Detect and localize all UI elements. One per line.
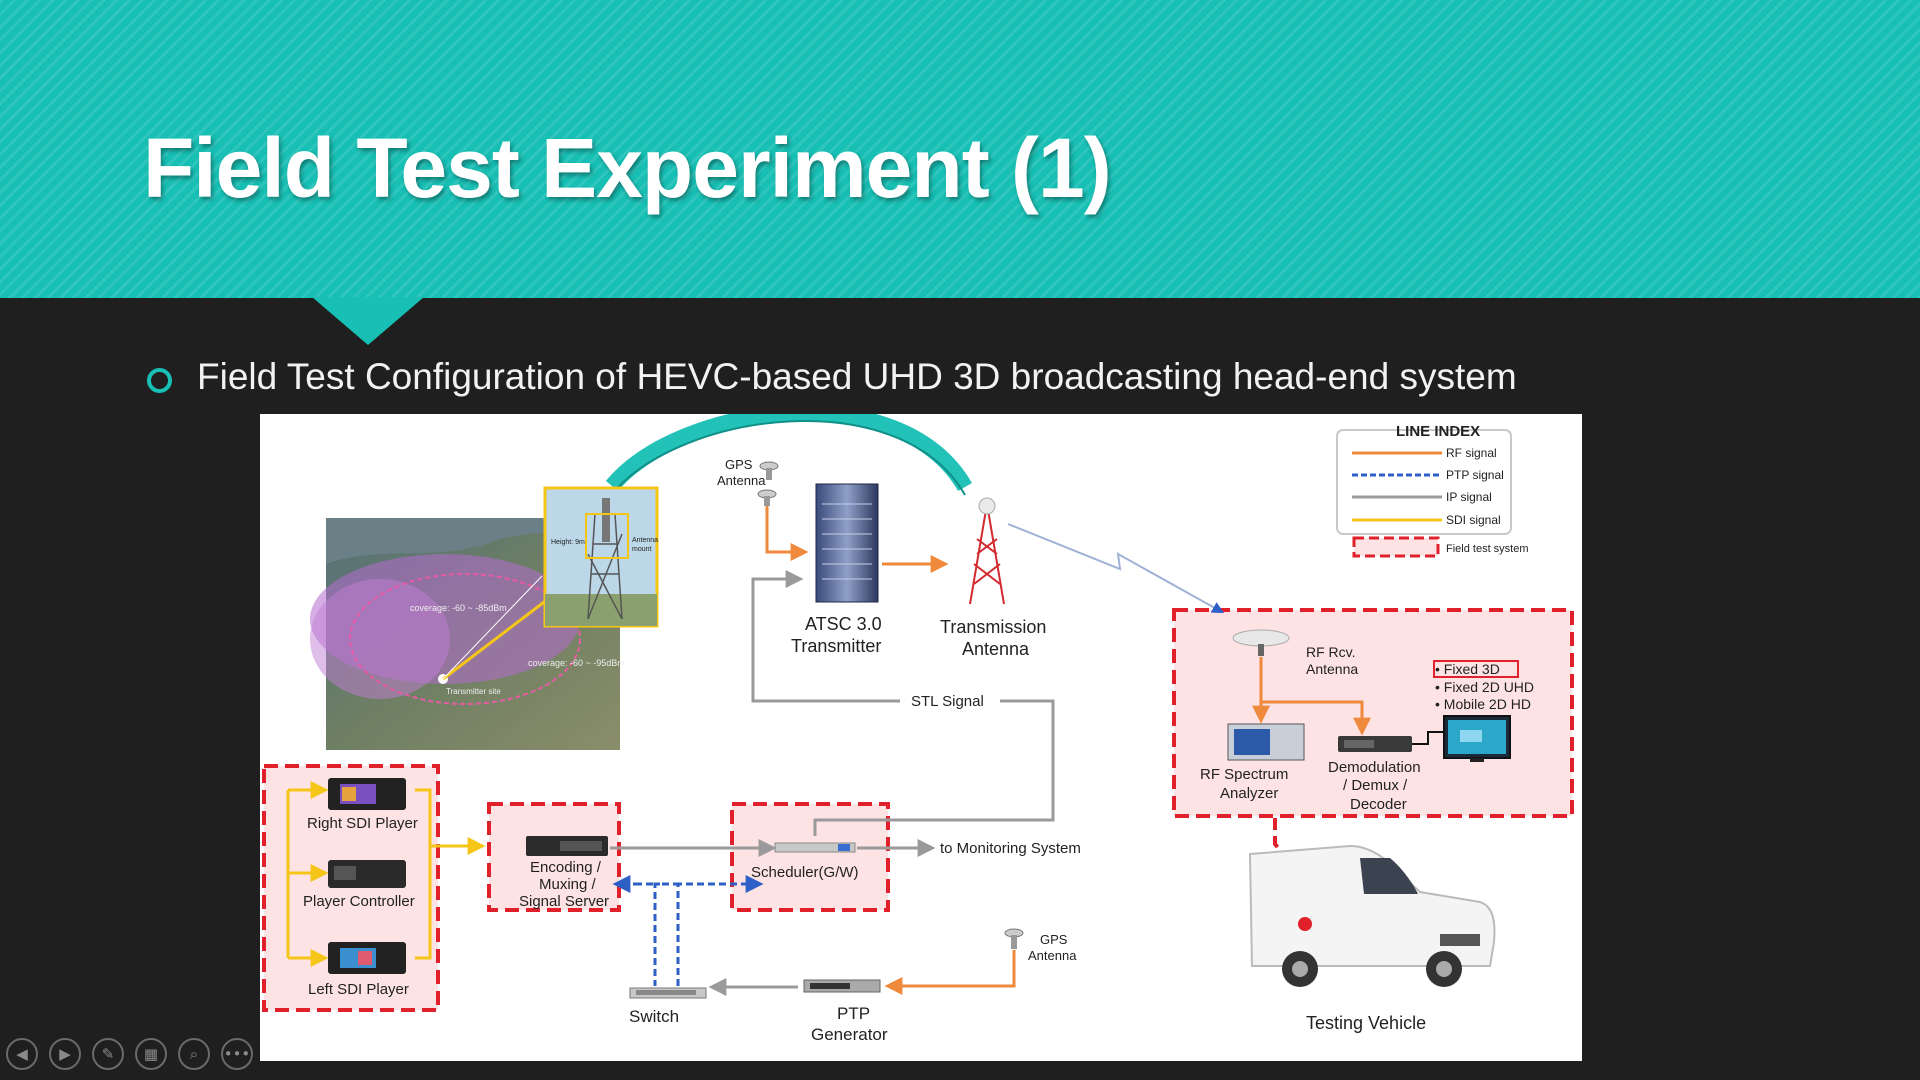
svg-text:Decoder: Decoder (1350, 796, 1407, 813)
svg-text:Antenna: Antenna (717, 473, 766, 488)
svg-text:/ Demux /: / Demux / (1343, 777, 1408, 794)
svg-text:Antenna: Antenna (1028, 948, 1077, 963)
banner-notch (312, 297, 424, 345)
svg-text:Antenna: Antenna (1306, 661, 1358, 677)
svg-text:Antenna: Antenna (962, 639, 1030, 659)
svg-text:Transmission: Transmission (940, 617, 1046, 637)
field-test-regions (262, 608, 1574, 1012)
svg-text:Transmitter: Transmitter (791, 636, 881, 656)
slideshow-controls: ◀ ▶ ✎ ▦ ⌕ ••• (6, 1038, 253, 1074)
svg-text:Left SDI Player: Left SDI Player (308, 981, 409, 998)
diagram-canvas: coverage: -60 ~ -85dBm coverage: -60 ~ -… (260, 414, 1582, 1061)
svg-text:SDI signal: SDI signal (1446, 513, 1501, 527)
encoding-server: Encoding / Muxing / Signal Server (519, 836, 609, 910)
line-index-legend: LINE INDEX RF signal PTP signal IP signa… (1336, 423, 1529, 558)
svg-text:• Fixed 3D: • Fixed 3D (1435, 661, 1500, 677)
svg-text:Demodulation: Demodulation (1328, 759, 1421, 776)
svg-text:• Mobile 2D HD: • Mobile 2D HD (1435, 696, 1531, 712)
bullet-ring-icon (147, 368, 172, 393)
title-banner (0, 0, 1920, 298)
slide-title: Field Test Experiment (1) (143, 121, 1112, 215)
svg-text:Generator: Generator (811, 1025, 888, 1044)
testing-vehicle: Testing Vehicle (1248, 844, 1496, 1033)
svg-text:IP signal: IP signal (1446, 490, 1492, 504)
scheduler: Scheduler(G/W) (751, 842, 859, 881)
svg-text:STL Signal: STL Signal (911, 693, 984, 710)
svg-text:Height: 9m: Height: 9m (551, 539, 585, 546)
svg-text:coverage: -60 ~ -85dBm: coverage: -60 ~ -85dBm (410, 603, 507, 613)
diagram-svg: coverage: -60 ~ -85dBm coverage: -60 ~ -… (262, 414, 1574, 1044)
svg-text:Signal Server: Signal Server (519, 893, 609, 910)
rf-spectrum-analyzer: RF Spectrum Analyzer (1200, 723, 1305, 802)
prev-icon[interactable]: ◀ (6, 1038, 38, 1070)
demodulator: Demodulation / Demux / Decoder (1328, 736, 1421, 813)
teal-arc (605, 414, 972, 492)
switch: Switch (629, 987, 707, 1026)
transmission-antenna: Transmission Antenna (940, 497, 1046, 659)
svg-text:Muxing /: Muxing / (539, 876, 597, 893)
ptp-generator: PTP Generator (803, 979, 888, 1044)
fixed-3d-highlight (1433, 660, 1519, 678)
svg-text:• Fixed 2D UHD: • Fixed 2D UHD (1435, 679, 1534, 695)
zoom-icon[interactable]: ⌕ (178, 1038, 210, 1070)
pen-icon[interactable]: ✎ (92, 1038, 124, 1070)
slides-icon[interactable]: ▦ (135, 1038, 167, 1070)
next-icon[interactable]: ▶ (49, 1038, 81, 1070)
svg-text:ATSC 3.0: ATSC 3.0 (805, 614, 882, 634)
svg-text:PTP signal: PTP signal (1446, 468, 1504, 482)
svg-text:GPS: GPS (1040, 932, 1068, 947)
svg-text:mount: mount (632, 546, 652, 553)
display-monitor (1443, 715, 1511, 762)
atsc-transmitter: ATSC 3.0 Transmitter (791, 483, 882, 656)
svg-text:GPS: GPS (725, 457, 753, 472)
rf-receiver-antenna: RF Rcv. Antenna (1232, 629, 1358, 677)
svg-text:coverage: -60 ~ -95dBm: coverage: -60 ~ -95dBm (528, 658, 625, 668)
more-icon[interactable]: ••• (221, 1038, 253, 1070)
svg-text:LINE INDEX: LINE INDEX (1396, 423, 1480, 440)
svg-text:PTP: PTP (837, 1004, 870, 1023)
coverage-map: coverage: -60 ~ -85dBm coverage: -60 ~ -… (310, 518, 625, 750)
svg-text:Encoding /: Encoding / (530, 859, 602, 876)
svg-text:RF Rcv.: RF Rcv. (1306, 644, 1356, 660)
gps-antenna-bottom: GPS Antenna (1004, 928, 1077, 963)
tower-photo-inset: Height: 9m Antenna mount (543, 486, 659, 628)
svg-text:Transmitter site: Transmitter site (446, 687, 501, 696)
gps-antenna-top: GPS Antenna (717, 457, 779, 506)
bullet-text: Field Test Configuration of HEVC-based U… (197, 356, 1517, 397)
svg-text:Right SDI Player: Right SDI Player (307, 815, 418, 832)
svg-text:Analyzer: Analyzer (1220, 785, 1278, 802)
svg-text:Testing Vehicle: Testing Vehicle (1306, 1013, 1426, 1033)
sdi-player-group: Right SDI Player Player Controller Left … (286, 778, 486, 998)
svg-text:Antenna: Antenna (632, 537, 658, 544)
svg-text:Switch: Switch (629, 1007, 679, 1026)
svg-text:to Monitoring System: to Monitoring System (940, 840, 1081, 857)
svg-text:Field test system: Field test system (1446, 543, 1529, 555)
svg-text:RF signal: RF signal (1446, 446, 1497, 460)
svg-text:RF Spectrum: RF Spectrum (1200, 766, 1288, 783)
svg-text:Player Controller: Player Controller (303, 893, 415, 910)
svg-text:Scheduler(G/W): Scheduler(G/W) (751, 864, 859, 881)
